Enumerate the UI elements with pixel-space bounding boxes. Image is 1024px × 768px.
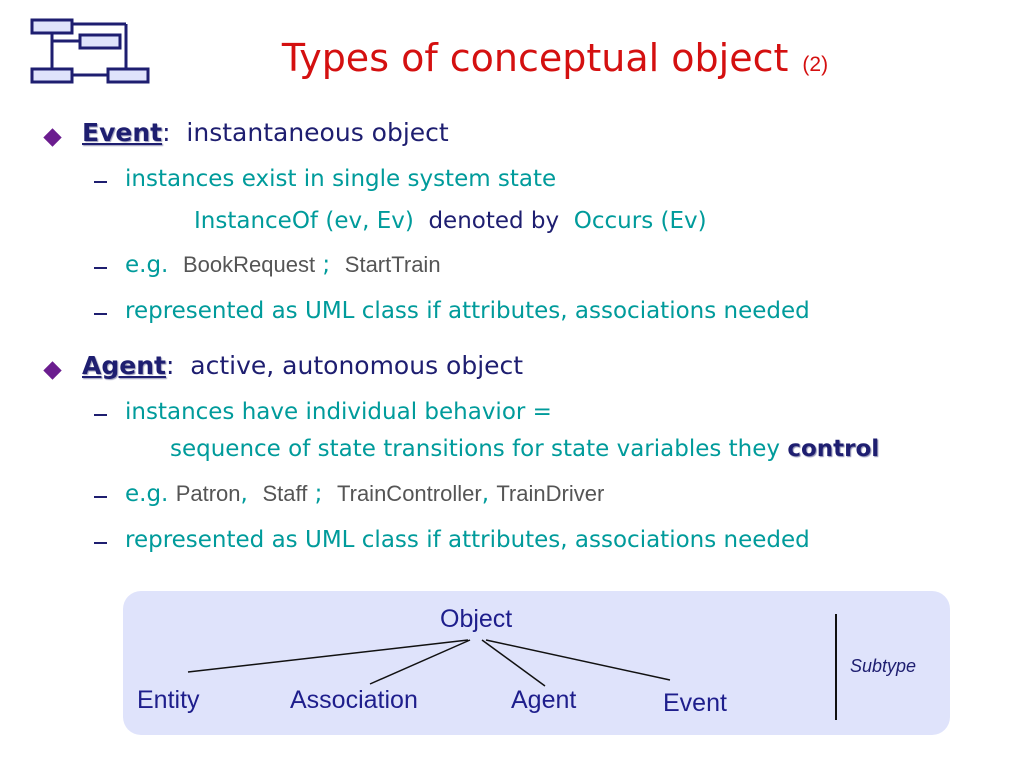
event-example-line: e.g. BookRequest ; StartTrain	[125, 252, 441, 278]
agent-eg-comma: ,	[240, 481, 248, 507]
event-eg-starttrain: StartTrain	[344, 252, 441, 277]
event-eg-sep: ;	[322, 252, 331, 278]
bullet-diamond-icon	[43, 128, 62, 147]
agent-control-keyword: control	[787, 436, 880, 462]
agent-keyword: Agent	[82, 351, 166, 380]
node-agent: Agent	[511, 686, 577, 714]
node-association: Association	[290, 686, 418, 714]
agent-eg-staff: Staff	[262, 481, 308, 506]
agent-colon: :	[165, 351, 175, 380]
agent-example-line: e.g. Patron, Staff ; TrainController, Tr…	[125, 481, 604, 507]
dash-icon	[94, 313, 107, 315]
dash-icon	[94, 542, 107, 544]
dash-icon	[94, 414, 107, 416]
event-instances-line: instances exist in single system state	[125, 166, 557, 192]
event-eg-prefix: e.g.	[125, 252, 169, 278]
agent-instances-line: instances have individual behavior =	[125, 399, 552, 425]
title-text: Types of conceptual object	[281, 36, 789, 80]
page-title: Types of conceptual object (2)	[0, 36, 1024, 80]
subtype-legend-label: Subtype	[850, 656, 917, 676]
agent-eg-sep: ;	[314, 481, 323, 507]
node-event: Event	[663, 689, 727, 717]
diagram-logo-icon	[30, 18, 150, 84]
node-entity: Entity	[137, 686, 200, 714]
agent-eg-prefix: e.g.	[125, 481, 169, 507]
agent-description: active, autonomous object	[190, 351, 524, 380]
event-keyword: Event	[82, 118, 163, 147]
bullet-diamond-icon	[43, 361, 62, 380]
agent-eg-patron: Patron	[175, 481, 241, 506]
event-description: instantaneous object	[186, 118, 449, 147]
event-eg-bookrequest: BookRequest	[183, 252, 316, 277]
event-formula-occurs: Occurs (Ev)	[573, 208, 707, 234]
title-number: (2)	[802, 53, 829, 76]
dash-icon	[94, 496, 107, 498]
agent-eg-traincontroller: TrainController	[337, 481, 482, 506]
event-formula-denoted: denoted by	[428, 208, 560, 234]
agent-represented-line: represented as UML class if attributes, …	[125, 527, 810, 553]
event-heading: Event: instantaneous object	[82, 118, 449, 147]
dash-icon	[94, 267, 107, 269]
agent-heading: Agent: active, autonomous object	[82, 351, 523, 380]
agent-eg-comma: ,	[481, 481, 489, 507]
agent-sequence-text: sequence of state transitions for state …	[170, 436, 781, 462]
dash-icon	[94, 181, 107, 183]
agent-sequence-line: sequence of state transitions for state …	[170, 436, 879, 462]
agent-eg-traindriver: TrainDriver	[496, 481, 605, 506]
event-formula-instanceof: InstanceOf (ev, Ev)	[194, 208, 414, 234]
event-represented-line: represented as UML class if attributes, …	[125, 298, 810, 324]
event-colon: :	[162, 118, 171, 147]
node-object: Object	[440, 605, 513, 633]
event-formula-line: InstanceOf (ev, Ev) denoted by Occurs (E…	[194, 208, 707, 234]
